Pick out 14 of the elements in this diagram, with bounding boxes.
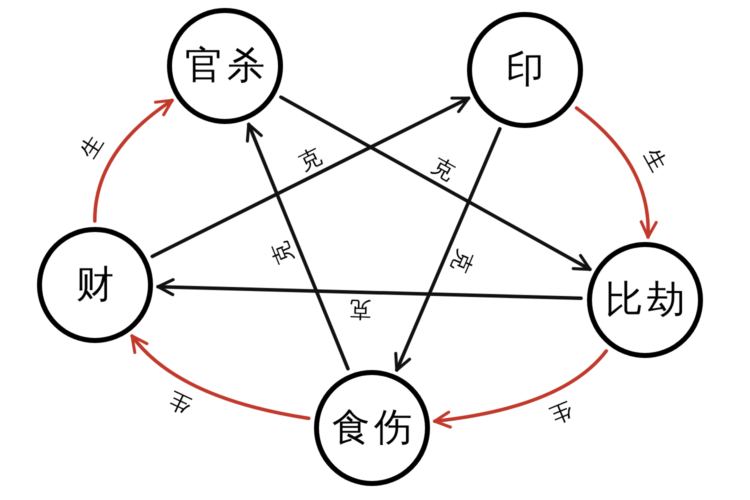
arrow (246, 122, 350, 370)
node-label: 官杀 (184, 47, 269, 85)
arrow (432, 349, 608, 428)
node-label: 财 (75, 266, 118, 304)
node-label: 印 (505, 51, 548, 89)
arrow (394, 127, 502, 372)
arrow (130, 334, 310, 420)
edge-label: 克 (348, 298, 373, 321)
edge-label: 克 (447, 246, 477, 276)
node-label: 比劫 (604, 281, 689, 319)
arrow (93, 98, 174, 223)
node-label: 食伤 (331, 409, 416, 447)
arrow (156, 278, 583, 300)
arrow (574, 106, 658, 239)
